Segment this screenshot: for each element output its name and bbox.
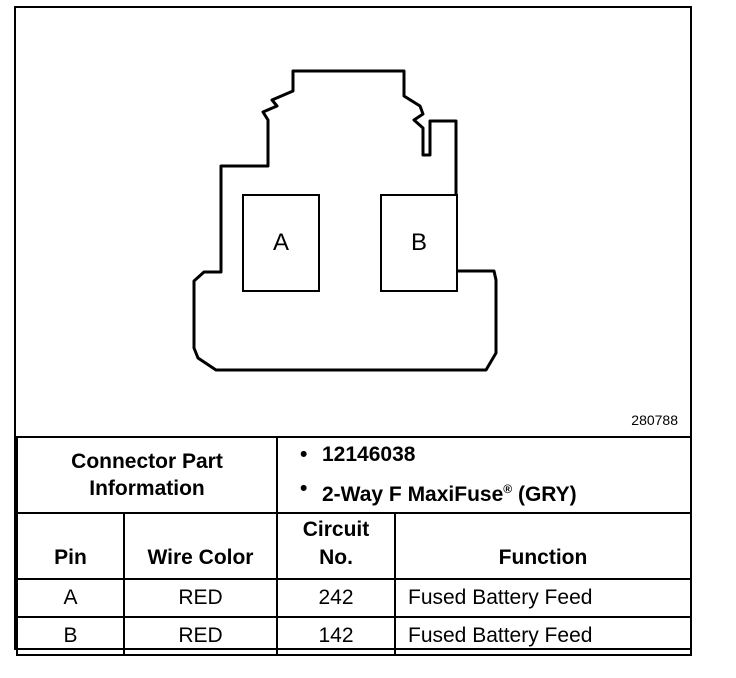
header-circuit: Circuit No.	[276, 512, 396, 580]
row-function: Fused Battery Feed	[394, 578, 692, 618]
header-pin: Pin	[16, 512, 125, 580]
connector-outline	[192, 69, 498, 372]
part-number: 12146038	[300, 438, 690, 472]
row-pin: A	[16, 578, 125, 618]
connector-description: 2-Way F MaxiFuse® (GRY)	[300, 472, 690, 512]
connector-table: Connector Part Information 12146038 2-Wa…	[16, 436, 692, 656]
connector-sheet: A B 280788 Connector Part Information 12…	[14, 6, 692, 656]
row-circuit: 142	[276, 616, 396, 656]
header-circuit-line2: No.	[319, 546, 353, 569]
pin-b-label: B	[410, 229, 427, 256]
table-header-row: Pin Wire Color Circuit No. Function	[16, 512, 692, 580]
connector-description-main: 2-Way F MaxiFuse	[322, 483, 504, 506]
row-wire-color: RED	[123, 578, 278, 618]
pin-a-label: A	[272, 229, 289, 256]
pin-a-cavity: A	[242, 194, 320, 292]
header-wire-color: Wire Color	[123, 512, 278, 580]
connector-info-label: Connector Part Information	[16, 436, 278, 514]
header-circuit-line1: Circuit	[302, 518, 370, 541]
pin-b-cavity: B	[380, 194, 458, 292]
row-circuit: 242	[276, 578, 396, 618]
figure-number: 280788	[631, 412, 678, 428]
registered-mark: ®	[503, 482, 513, 496]
connector-color: (GRY)	[512, 483, 577, 506]
connector-drawing: A B 280788	[16, 8, 690, 436]
connector-info-label-line2: Information	[89, 477, 205, 500]
connector-info-label-line1: Connector Part	[71, 450, 223, 473]
row-function: Fused Battery Feed	[394, 616, 692, 656]
row-wire-color: RED	[123, 616, 278, 656]
row-pin: B	[16, 616, 125, 656]
header-function: Function	[394, 512, 692, 580]
table-row: A RED 242 Fused Battery Feed	[16, 578, 692, 618]
table-row: B RED 142 Fused Battery Feed	[16, 616, 692, 656]
connector-info-list: 12146038 2-Way F MaxiFuse® (GRY)	[276, 436, 692, 514]
